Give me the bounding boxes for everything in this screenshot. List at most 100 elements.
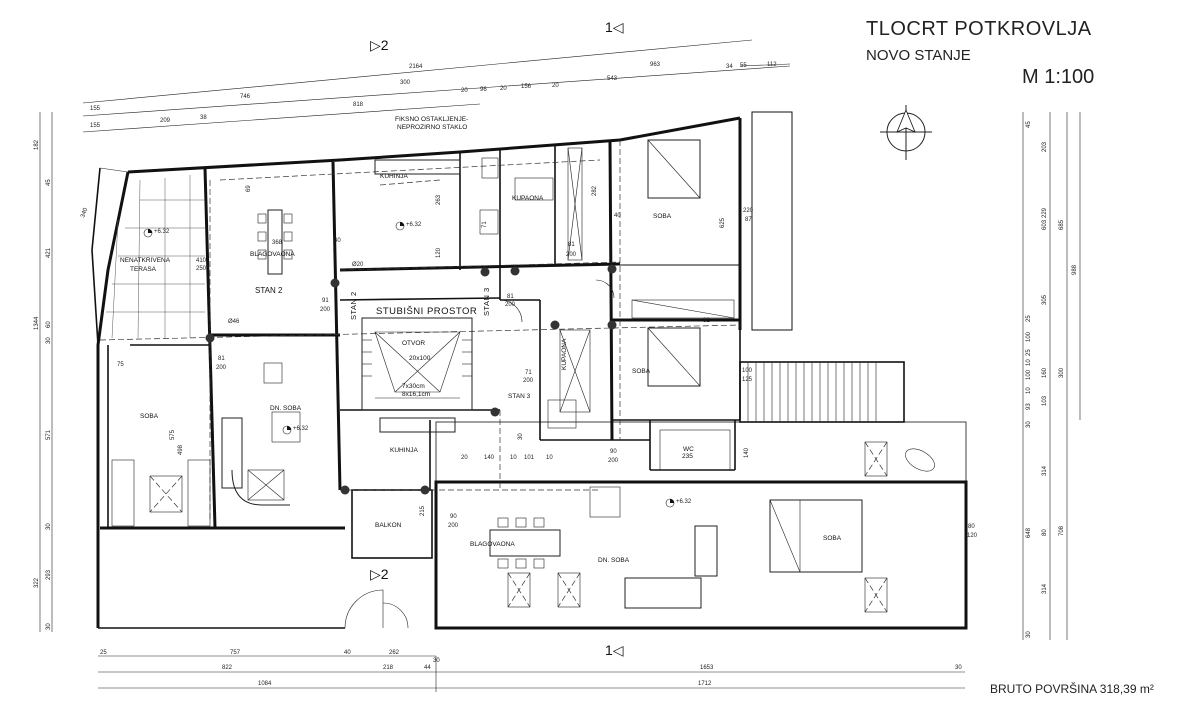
room-balkon: BALKON	[375, 522, 402, 529]
svg-text:140: 140	[484, 455, 495, 461]
label-stairs-a: 7x30cm	[402, 383, 425, 390]
label-stairs-b: 8x16,1cm	[402, 391, 430, 398]
svg-text:87: 87	[745, 217, 752, 223]
dim-right-x: 30	[1026, 631, 1032, 638]
dim-top-r2-h: 20	[552, 83, 559, 89]
dim-right-m: 160	[1042, 367, 1048, 378]
svg-text:81: 81	[568, 242, 575, 248]
dim-top-r3-c: 38	[200, 115, 207, 121]
door-swings	[344, 279, 615, 629]
right-dimensions: 45 203 603 229 685 988 305 25 100 25 10 …	[1022, 112, 1081, 640]
svg-text:+6.32: +6.32	[293, 426, 309, 432]
svg-text:Ø46: Ø46	[228, 319, 240, 325]
room-soba-2: SOBA	[632, 368, 651, 375]
label-otvor-dim: 20x100	[409, 355, 431, 362]
drawing-subtitle: NOVO STANJE	[866, 47, 971, 64]
dim-top-r2-a: 155	[90, 106, 101, 112]
bed-3	[769, 499, 863, 573]
dim-left-h: 30	[46, 523, 52, 530]
dim-right-j: 25	[1026, 349, 1032, 356]
dim-top-r2-f: 20	[500, 86, 507, 92]
svg-text:120: 120	[436, 247, 442, 258]
dim-left-k: 30	[46, 623, 52, 630]
room-wc: WC	[683, 446, 694, 453]
section-mark-bottom-1: 1◁	[605, 642, 624, 658]
dim-top-right: 963	[650, 62, 661, 68]
svg-text:250: 250	[196, 266, 207, 272]
dining-table-2	[489, 517, 561, 569]
section-mark-top-2: ▷2	[370, 37, 389, 53]
svg-text:32: 32	[703, 318, 710, 324]
note-fiksno-b: NEPROZIRNO STAKLO	[397, 124, 467, 131]
dim-bottom-e: 30	[433, 658, 440, 664]
dim-left-g: 571	[46, 429, 52, 440]
svg-text:10: 10	[546, 455, 553, 461]
dim-right-i: 100	[1026, 331, 1032, 342]
interior-stair	[361, 317, 473, 411]
svg-text:+6.32: +6.32	[154, 229, 170, 235]
svg-text:263: 263	[436, 194, 442, 205]
room-blagovaona-1: BLAGOVAONA	[250, 251, 295, 258]
svg-text:498: 498	[178, 444, 184, 455]
svg-text:90: 90	[610, 449, 617, 455]
dim-bottom-j: 30	[955, 665, 962, 671]
dim-right-u: 80	[1042, 529, 1048, 536]
dim-left-d: 1344	[34, 316, 40, 330]
svg-text:71: 71	[482, 221, 488, 228]
svg-text:90: 90	[450, 514, 457, 520]
svg-text:20: 20	[461, 455, 468, 461]
dim-left-e: 60	[46, 321, 52, 328]
level-marker-1: +6.32	[143, 228, 170, 238]
level-marker-3: +6.32	[282, 425, 309, 435]
left-dimensions: 182 45 421 1344 60 30 571 30 322 293 30	[34, 112, 53, 632]
svg-text:200: 200	[320, 307, 331, 313]
dim-top-r2-c: 300	[400, 80, 411, 86]
wardrobes	[111, 147, 735, 527]
dim-right-o: 10	[1026, 387, 1032, 394]
label-stan-2-vertical: STAN 2	[349, 291, 358, 320]
dim-bottom-b: 757	[230, 650, 241, 656]
svg-text:200: 200	[566, 252, 577, 258]
room-stubisni: STUBIŠNI PROSTOR	[376, 306, 477, 317]
svg-text:200: 200	[608, 458, 619, 464]
svg-text:30: 30	[518, 433, 524, 440]
dim-right-t: 648	[1026, 527, 1032, 538]
svg-text:625: 625	[720, 217, 726, 228]
dim-top-b: 55	[740, 63, 747, 69]
dim-right-q: 103	[1042, 395, 1048, 406]
dim-left-a: 182	[34, 139, 40, 150]
dim-top-r2-e: 96	[480, 87, 487, 93]
room-blagovaona-2: BLAGOVAONA	[470, 541, 515, 548]
columns	[205, 264, 617, 495]
dim-right-c: 603	[1042, 219, 1048, 230]
north-arrow-icon	[880, 105, 932, 160]
dim-right-e: 685	[1059, 219, 1065, 230]
dim-left-f: 30	[46, 337, 52, 344]
room-terasa-a: NENATKRIVENA	[120, 257, 171, 264]
svg-text:220: 220	[743, 208, 754, 214]
room-kupaona-1: KUPAONA	[512, 195, 544, 202]
dim-right-r: 30	[1026, 421, 1032, 428]
dim-right-g: 305	[1042, 294, 1048, 305]
section-mark-top-1: 1◁	[605, 19, 624, 35]
svg-text:Ø20: Ø20	[352, 262, 364, 268]
svg-text:120: 120	[967, 533, 978, 539]
dim-top-r3-d: 818	[353, 102, 364, 108]
svg-text:81: 81	[507, 294, 514, 300]
svg-text:215: 215	[420, 505, 426, 516]
room-dn-soba-2: DN. SOBA	[598, 557, 630, 564]
dim-bottom-a: 25	[100, 650, 107, 656]
dim-bottom-k: 1084	[258, 681, 272, 687]
dim-bottom-l: 1712	[698, 681, 712, 687]
drawing-scale: M 1:100	[1022, 66, 1095, 88]
dim-bottom-c: 40	[344, 650, 351, 656]
terrace-tiles	[106, 175, 205, 339]
svg-text:282: 282	[592, 185, 598, 196]
svg-text:75: 75	[117, 362, 124, 368]
exterior-stair	[739, 111, 905, 423]
bed-2	[647, 327, 701, 387]
dim-left-j: 293	[46, 569, 52, 580]
svg-text:140: 140	[744, 447, 750, 458]
room-kuhinja-1: KUHINJA	[380, 173, 408, 180]
